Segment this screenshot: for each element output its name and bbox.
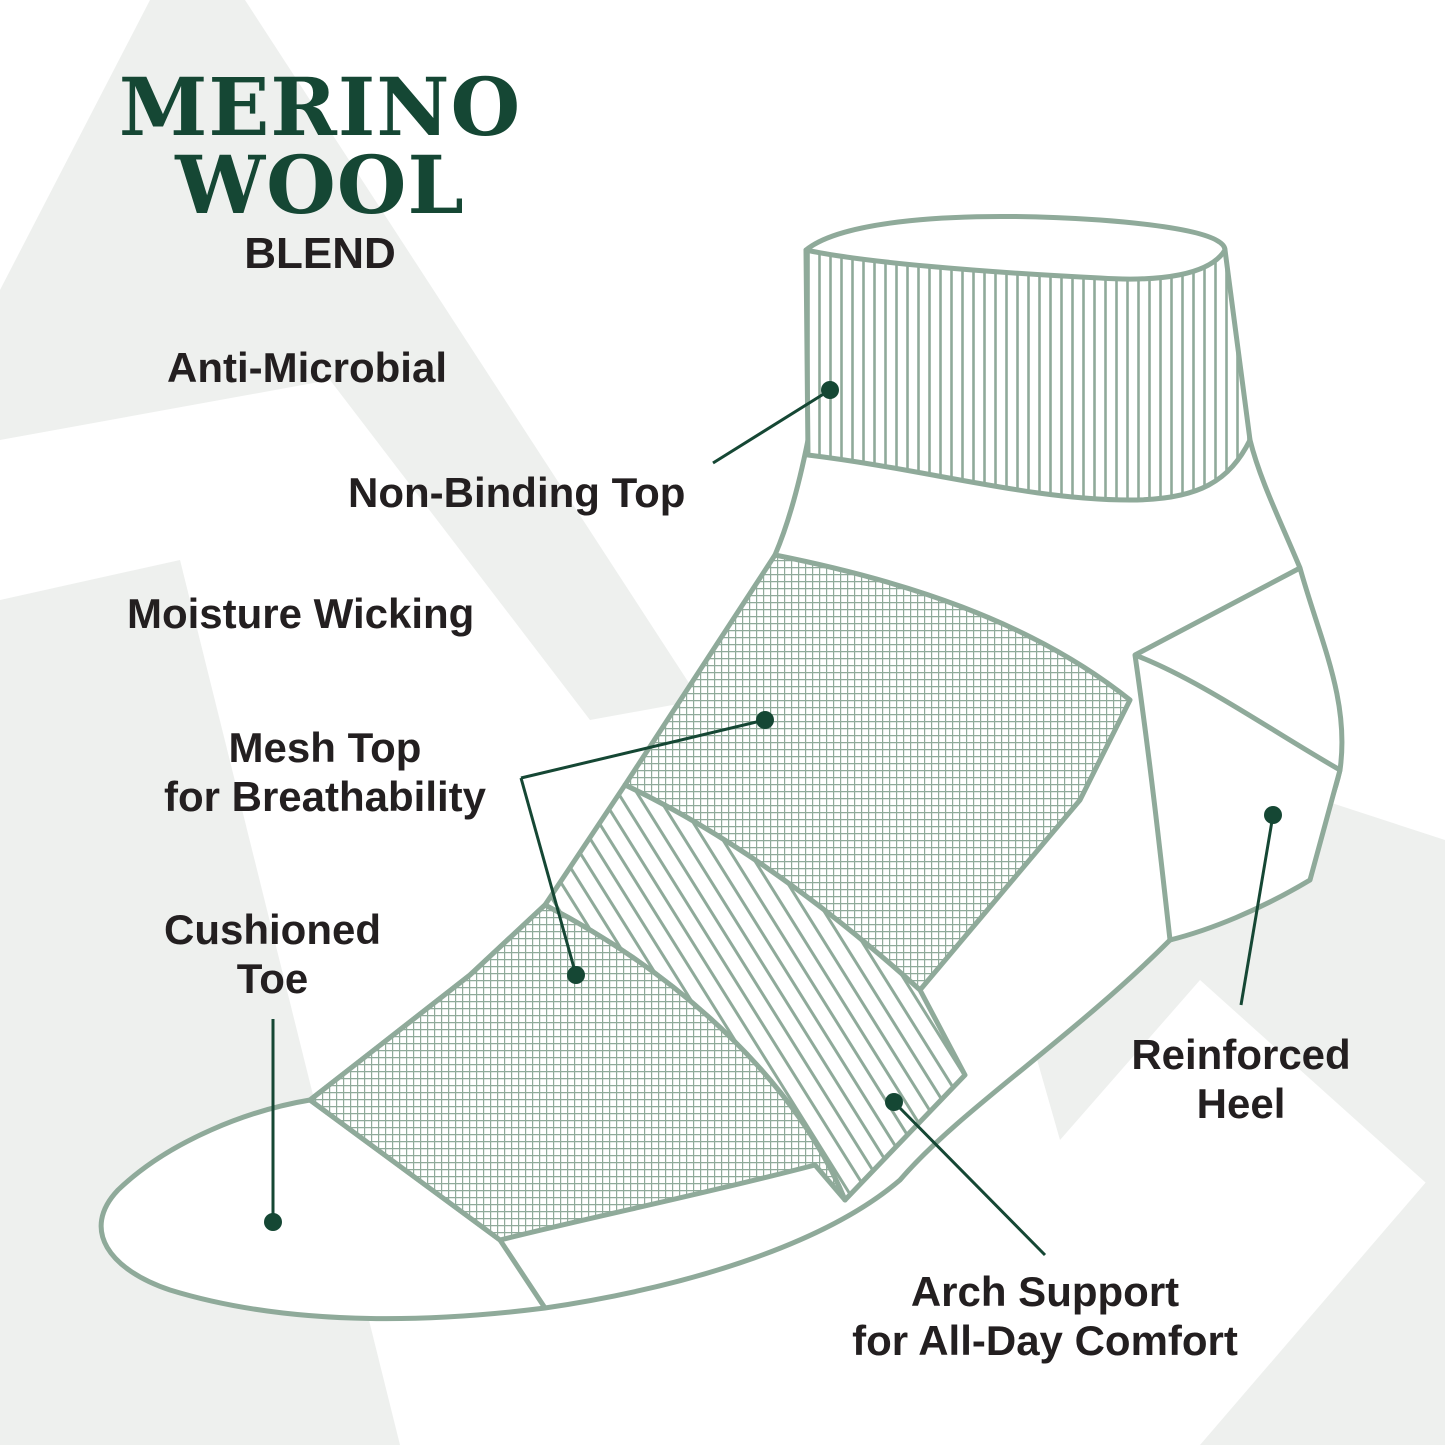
- title-block: MERINO WOOL BLEND: [100, 60, 540, 278]
- callout-dots: [264, 381, 1282, 1231]
- cuff-top: [803, 214, 1228, 282]
- feature-mesh-top: Mesh Top for Breathability: [140, 723, 510, 821]
- feature-arch-support-line2: for All-Day Comfort: [852, 1317, 1238, 1364]
- feature-non-binding-top: Non-Binding Top: [348, 469, 686, 516]
- mesh-panel-lower: [307, 902, 848, 1243]
- feature-moisture-wicking: Moisture Wicking: [127, 590, 475, 637]
- title-line-1: MERINO: [118, 60, 522, 154]
- cuff-ribbed: [803, 247, 1253, 503]
- heel-panel: [1132, 652, 1343, 943]
- title-line-2: WOOL: [175, 138, 465, 232]
- feature-reinforced-heel-line2: Heel: [1196, 1080, 1286, 1127]
- feature-cushioned-toe: Cushioned Toe: [140, 905, 405, 1003]
- sock-illustration: [98, 214, 1345, 1322]
- title-subtitle: BLEND: [244, 229, 396, 278]
- feature-reinforced-heel-line1: Reinforced: [1131, 1031, 1351, 1078]
- feature-reinforced-heel: Reinforced Heel: [1110, 1030, 1372, 1128]
- feature-anti-microbial: Anti-Microbial: [167, 344, 447, 391]
- callouts: [271, 388, 1275, 1257]
- feature-mesh-top-line1: Mesh Top: [228, 724, 422, 771]
- feature-cushioned-toe-line2: Toe: [236, 955, 309, 1002]
- feature-cushioned-toe-line1: Cushioned: [164, 906, 381, 953]
- feature-arch-support-line1: Arch Support: [910, 1268, 1180, 1315]
- feature-mesh-top-line2: for Breathability: [163, 773, 487, 820]
- feature-arch-support: Arch Support for All-Day Comfort: [820, 1267, 1270, 1365]
